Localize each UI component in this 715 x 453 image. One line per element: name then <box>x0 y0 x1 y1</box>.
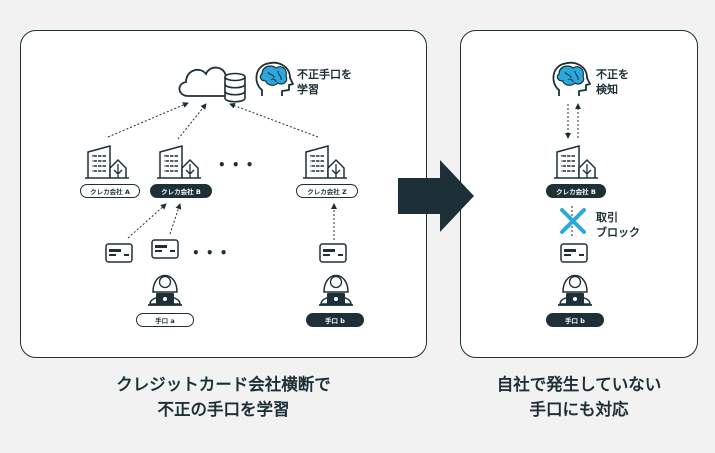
companies-ellipsis: • • • <box>218 158 255 172</box>
learn-label-line1: 不正手口を <box>297 68 352 81</box>
detect-label: 不正を 検知 <box>596 67 629 97</box>
upload-arrows <box>107 102 319 140</box>
right-caption: 自社で発生していない 手口にも対応 <box>460 372 698 422</box>
left-caption: クレジットカード会社横断で 不正の手口を学習 <box>20 372 427 422</box>
credit-card-icon <box>105 243 133 263</box>
transition-arrow <box>398 160 474 232</box>
detect-label-line1: 不正を <box>596 68 629 81</box>
method-a-label: 手口 a <box>136 313 194 327</box>
credit-card-icon <box>319 243 347 263</box>
methods-ellipsis: • • • <box>192 246 229 260</box>
hacker-icon <box>147 274 183 306</box>
learn-label-line2: 学習 <box>297 83 319 96</box>
block-label-line1: 取引 <box>596 211 618 224</box>
building-icon-z <box>302 145 348 179</box>
block-label-line2: ブロック <box>596 226 640 239</box>
detect-arrows <box>565 103 581 236</box>
company-a-label: クレカ会社 A <box>80 184 140 198</box>
cloud-database-icon <box>178 66 246 103</box>
block-x-icon <box>560 208 586 234</box>
block-label: 取引 ブロック <box>596 210 640 240</box>
company-b-label: クレカ会社 B <box>150 184 212 198</box>
hacker-icon <box>318 274 354 306</box>
right-caption-line1: 自社で発生していない <box>496 375 662 394</box>
building-icon-b <box>156 145 202 179</box>
hacker-icon <box>557 274 593 306</box>
left-caption-line2: 不正の手口を学習 <box>157 400 290 419</box>
building-icon-a <box>84 145 130 179</box>
method-b-label: 手口 b <box>546 313 604 327</box>
detect-label-line2: 検知 <box>596 83 618 96</box>
left-caption-line1: クレジットカード会社横断で <box>116 375 331 394</box>
right-caption-line2: 手口にも対応 <box>529 400 629 419</box>
company-b-label: クレカ会社 B <box>546 184 606 198</box>
credit-card-icon <box>560 243 588 263</box>
brain-head-icon <box>552 61 591 97</box>
card-arrows <box>127 203 337 240</box>
learn-label: 不正手口を 学習 <box>297 67 352 97</box>
brain-head-icon <box>255 61 294 97</box>
credit-card-icon <box>151 239 179 259</box>
building-icon-b <box>553 145 599 179</box>
method-b-label: 手口 b <box>306 313 364 327</box>
company-z-label: クレカ会社 Z <box>296 184 358 198</box>
